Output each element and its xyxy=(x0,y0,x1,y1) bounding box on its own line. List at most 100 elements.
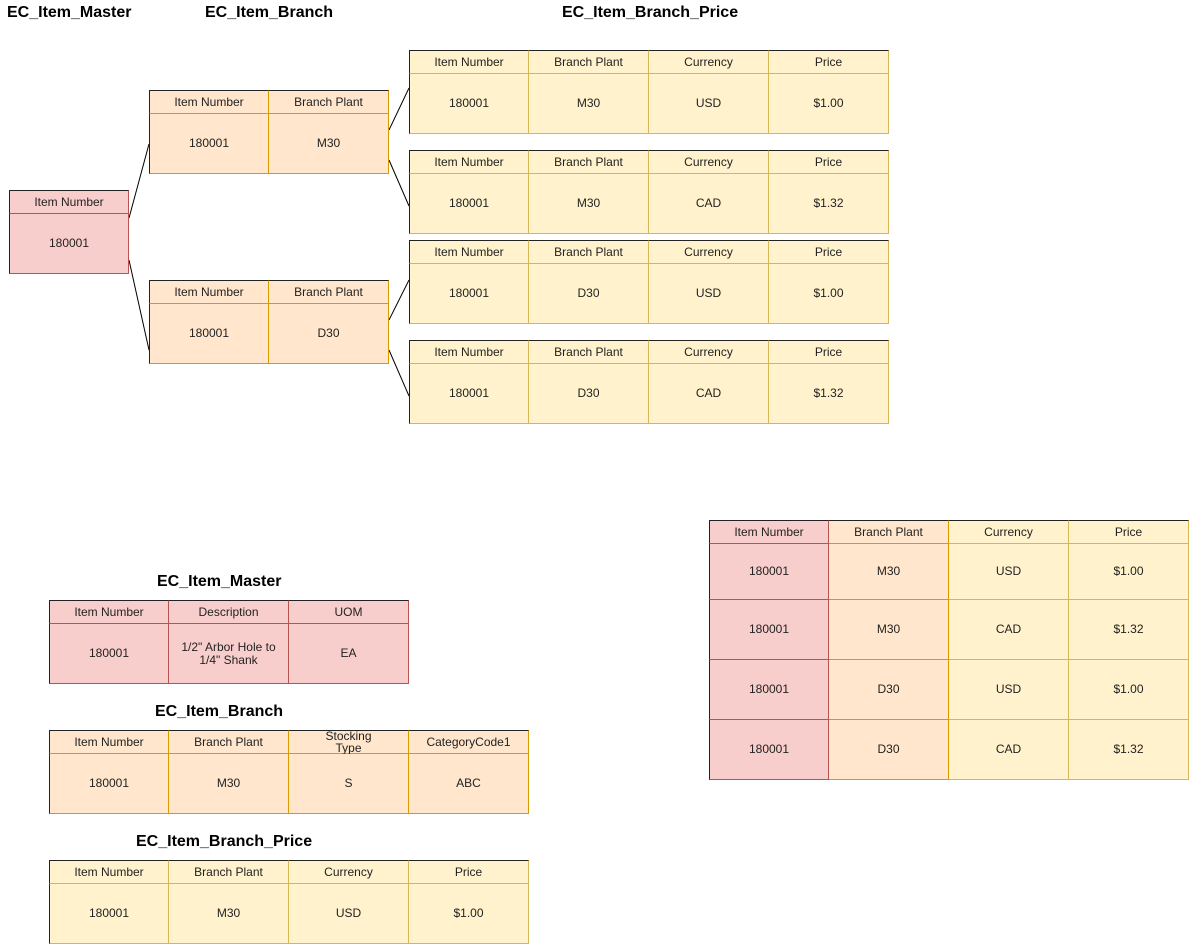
header-cell: Item Number xyxy=(149,90,269,114)
value-cell: $1.00 xyxy=(769,264,889,324)
value-cell: 180001 xyxy=(49,884,169,944)
value-cell: D30 xyxy=(829,660,949,720)
value-cell: $1.32 xyxy=(769,174,889,234)
tree-branch-table-m30: Item Number Branch Plant 180001 M30 xyxy=(149,90,389,174)
connector-d30-to-price-cad xyxy=(388,349,410,397)
value-cell: 180001 xyxy=(709,600,829,660)
header-cell: Item Number xyxy=(409,240,529,264)
value-cell: 180001 xyxy=(409,74,529,134)
title-item-branch-price-bottom: EC_Item_Branch_Price xyxy=(136,833,313,850)
value-cell: USD xyxy=(949,660,1069,720)
value-cell: M30 xyxy=(829,544,949,600)
value-cell: 180001 xyxy=(409,174,529,234)
title-item-branch-top: EC_Item_Branch xyxy=(205,4,334,21)
header-cell: Branch Plant xyxy=(829,520,949,544)
value-cell: $1.00 xyxy=(409,884,529,944)
value-cell: $1.00 xyxy=(1069,544,1189,600)
value-cell: S xyxy=(289,754,409,814)
tree-branch-table-d30: Item Number Branch Plant 180001 D30 xyxy=(149,280,389,364)
value-cell: 180001 xyxy=(409,264,529,324)
header-cell: Price xyxy=(769,240,889,264)
header-cell: Currency xyxy=(649,240,769,264)
header-cell: Price xyxy=(409,860,529,884)
header-cell: Price xyxy=(769,150,889,174)
header-cell: Price xyxy=(769,340,889,364)
value-cell: M30 xyxy=(169,754,289,814)
value-cell: M30 xyxy=(529,174,649,234)
header-cell: Branch Plant xyxy=(529,150,649,174)
header-cell: Branch Plant xyxy=(169,860,289,884)
value-cell: $1.00 xyxy=(769,74,889,134)
header-cell: Price xyxy=(769,50,889,74)
value-cell: USD xyxy=(649,74,769,134)
value-cell: $1.32 xyxy=(769,364,889,424)
header-cell: Currency xyxy=(649,150,769,174)
header-cell: Branch Plant xyxy=(169,730,289,754)
header-cell: Branch Plant xyxy=(529,50,649,74)
value-cell: 180001 xyxy=(49,624,169,684)
header-cell: CategoryCode1 xyxy=(409,730,529,754)
value-cell: $1.32 xyxy=(1069,600,1189,660)
title-item-master-bottom: EC_Item_Master xyxy=(157,573,282,590)
header-cell: Item Number xyxy=(49,600,169,624)
value-cell: $1.00 xyxy=(1069,660,1189,720)
table-row: 180001 D30 CAD $1.32 xyxy=(709,720,1189,780)
header-cell: Item Number xyxy=(709,520,829,544)
header-cell: Currency xyxy=(949,520,1069,544)
value-cell: D30 xyxy=(529,264,649,324)
table-row: 180001 D30 USD $1.00 xyxy=(709,660,1189,720)
bottom-price-table: Item Number Branch Plant Currency Price … xyxy=(49,860,529,944)
bottom-master-table: Item Number Description UOM 180001 1/2" … xyxy=(49,600,409,684)
tree-price-table-m30-cad: Item Number Branch Plant Currency Price … xyxy=(409,150,889,234)
header-cell: Item Number xyxy=(409,340,529,364)
connector-d30-to-price-usd xyxy=(388,279,410,321)
tree-price-table-d30-usd: Item Number Branch Plant Currency Price … xyxy=(409,240,889,324)
value-cell: 180001 xyxy=(149,114,269,174)
connector-master-to-branch-m30 xyxy=(128,143,150,219)
header-cell: Item Number xyxy=(409,50,529,74)
header-cell: Description xyxy=(169,600,289,624)
value-cell: M30 xyxy=(269,114,389,174)
header-cell: Item Number xyxy=(49,730,169,754)
value-cell: D30 xyxy=(269,304,389,364)
header-cell: Currency xyxy=(649,340,769,364)
connector-master-to-branch-d30 xyxy=(128,259,150,351)
value-cell: 180001 xyxy=(709,720,829,780)
value-cell: M30 xyxy=(169,884,289,944)
table-row: 180001 M30 USD $1.00 xyxy=(709,544,1189,600)
header-cell: Branch Plant xyxy=(269,90,389,114)
tree-master-table: Item Number 180001 xyxy=(9,190,129,274)
title-item-branch-bottom: EC_Item_Branch xyxy=(155,703,284,720)
header-cell: Currency xyxy=(649,50,769,74)
value-cell: USD xyxy=(289,884,409,944)
value-cell: 180001 xyxy=(9,214,129,274)
bottom-branch-table: Item Number Branch Plant Stocking Type C… xyxy=(49,730,529,814)
value-cell: CAD xyxy=(649,174,769,234)
header-cell: UOM xyxy=(289,600,409,624)
value-cell: 180001 xyxy=(709,544,829,600)
value-cell: CAD xyxy=(949,720,1069,780)
tree-price-table-m30-usd: Item Number Branch Plant Currency Price … xyxy=(409,50,889,134)
connector-m30-to-price-cad xyxy=(388,159,410,207)
header-cell: Branch Plant xyxy=(529,340,649,364)
value-cell: 1/2" Arbor Hole to 1/4" Shank xyxy=(169,624,289,684)
header-cell: Price xyxy=(1069,520,1189,544)
header-cell: Stocking Type xyxy=(289,730,409,754)
value-cell: D30 xyxy=(529,364,649,424)
tree-price-table-d30-cad: Item Number Branch Plant Currency Price … xyxy=(409,340,889,424)
title-item-master-top: EC_Item_Master xyxy=(7,4,132,21)
value-cell: $1.32 xyxy=(1069,720,1189,780)
table-row: 180001 M30 CAD $1.32 xyxy=(709,600,1189,660)
header-cell: Currency xyxy=(289,860,409,884)
value-cell: ABC xyxy=(409,754,529,814)
title-item-branch-price-top: EC_Item_Branch_Price xyxy=(562,4,739,21)
combined-table: Item Number Branch Plant Currency Price … xyxy=(709,520,1189,780)
value-cell: 180001 xyxy=(409,364,529,424)
value-cell: 180001 xyxy=(49,754,169,814)
connector-m30-to-price-usd xyxy=(388,87,410,131)
value-cell: USD xyxy=(949,544,1069,600)
value-cell: EA xyxy=(289,624,409,684)
header-cell: Branch Plant xyxy=(529,240,649,264)
value-cell: M30 xyxy=(529,74,649,134)
